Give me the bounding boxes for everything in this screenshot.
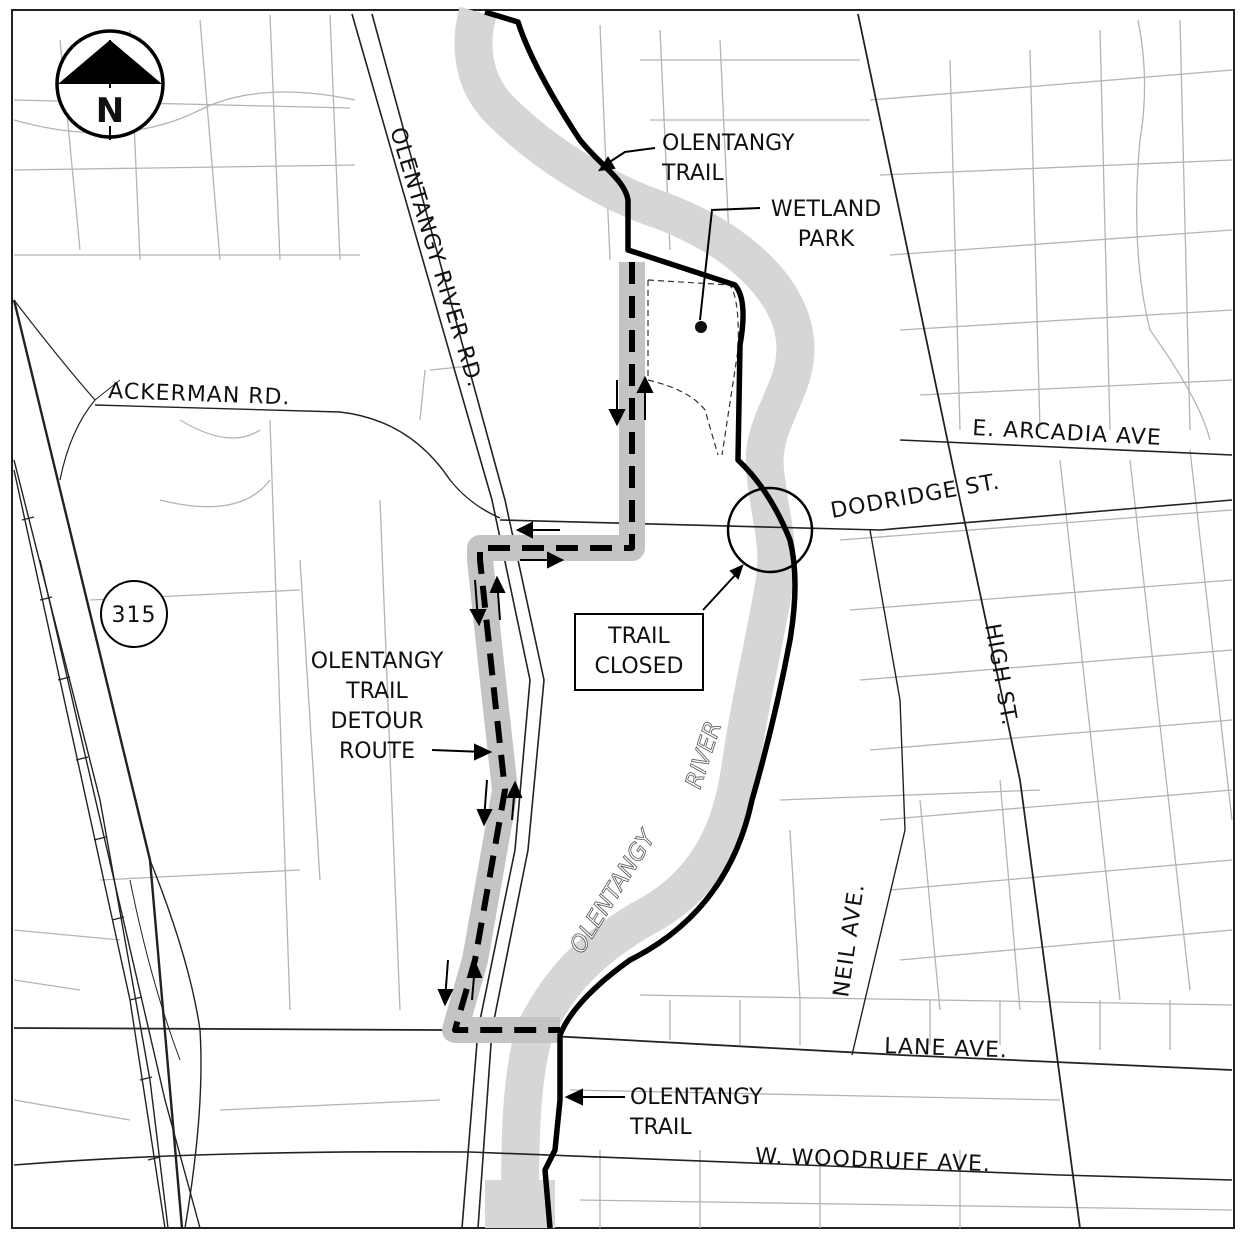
highway-shield-number: 315 [112, 603, 157, 628]
railroad [13, 469, 166, 1229]
north-arrow: N [55, 29, 165, 140]
detour-direction-arrows [437, 375, 654, 1007]
olentangy-river [454, 6, 815, 1229]
callout-trail-closed-line1: TRAIL [607, 624, 670, 649]
callout-detour-route: OLENTANGY TRAIL DETOUR ROUTE [311, 649, 444, 764]
callout-trail-closed-line2: CLOSED [595, 654, 684, 679]
callout-wetland-park: WETLAND PARK [771, 197, 881, 252]
major-roads [12, 13, 1233, 1229]
callout-wetland-park-line2: PARK [798, 227, 855, 252]
callout-detour-line4: ROUTE [339, 739, 415, 764]
callout-trail-south: OLENTANGY TRAIL [629, 1085, 763, 1140]
callout-trail-north: OLENTANGY TRAIL [661, 131, 795, 186]
north-arrow-letter: N [96, 91, 124, 131]
callout-detour-line2: TRAIL [345, 679, 408, 704]
olentangy-trail [484, 9, 798, 1229]
detour-route [452, 262, 635, 1033]
callout-detour-line1: OLENTANGY [311, 649, 444, 674]
callout-trail-south-line1: OLENTANGY [630, 1085, 763, 1110]
callout-wetland-park-line1: WETLAND [771, 197, 881, 222]
trail-closed-circle [726, 486, 814, 574]
highway-315-shield: 315 [100, 580, 168, 648]
callout-trail-closed: TRAIL CLOSED [574, 613, 704, 691]
parcel-lines [13, 14, 1233, 1228]
callout-detour-line3: DETOUR [331, 709, 424, 734]
wetland-park-dot [695, 321, 707, 333]
river-bank-block [485, 1180, 555, 1228]
label-lane-ave: LANE AVE. [884, 1034, 1009, 1063]
callout-trail-north-line1: OLENTANGY [662, 131, 795, 156]
callout-trail-south-line2: TRAIL [629, 1115, 692, 1140]
callout-trail-north-line2: TRAIL [661, 161, 724, 186]
callout-leaders [431, 147, 761, 1106]
